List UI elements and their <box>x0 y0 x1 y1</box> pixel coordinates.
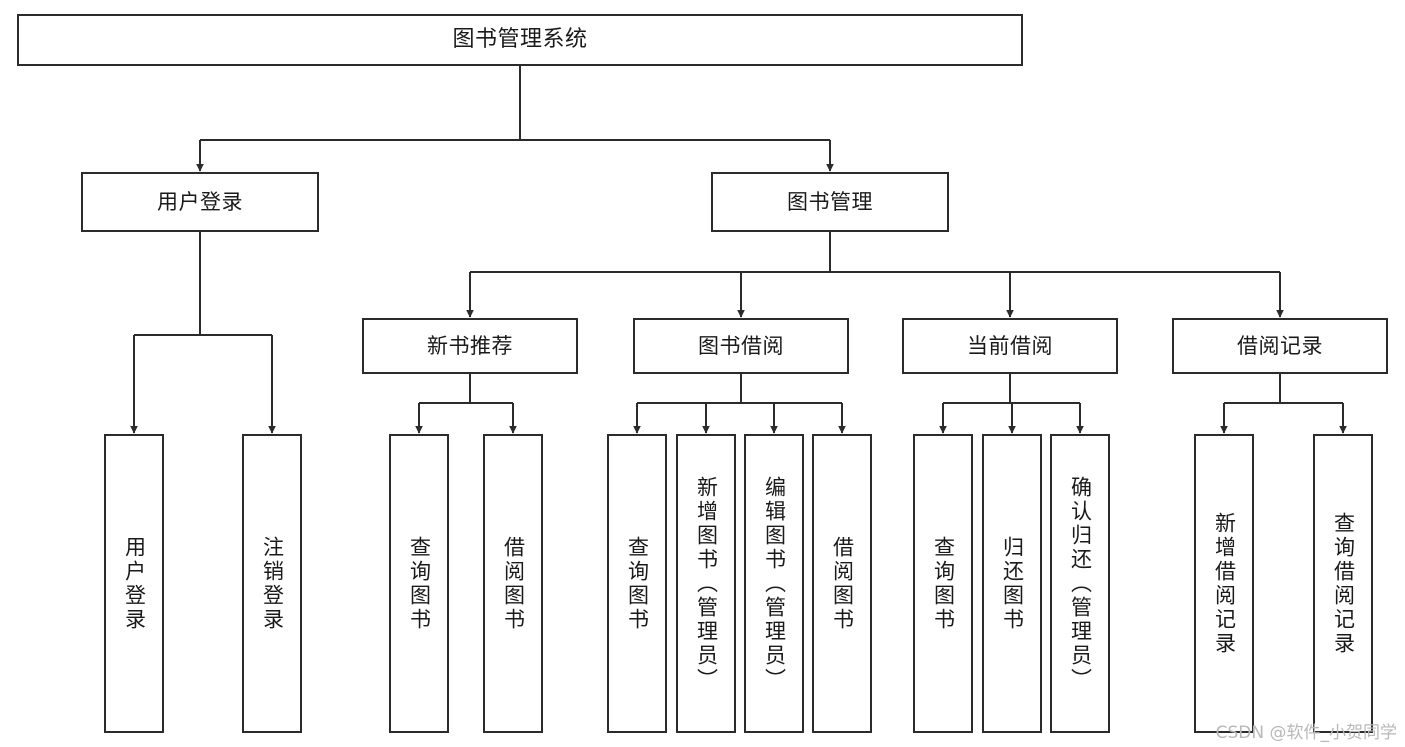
node-l3-a1[interactable]: 用户登录 <box>104 434 164 733</box>
node-l3-c4[interactable]: 借阅图书 <box>812 434 872 733</box>
node-label: 注销登录 <box>260 535 285 632</box>
node-l2-newbook[interactable]: 新书推荐 <box>362 318 578 374</box>
node-l3-c3[interactable]: 编辑图书（管理员） <box>744 434 804 733</box>
node-l2-record[interactable]: 借阅记录 <box>1172 318 1388 374</box>
node-l1-login[interactable]: 用户登录 <box>81 172 319 232</box>
node-l3-b1[interactable]: 查询图书 <box>389 434 449 733</box>
node-label: 图书管理 <box>787 189 873 214</box>
node-label: 确认归还（管理员） <box>1068 475 1093 692</box>
node-label: 查询图书 <box>407 535 432 632</box>
node-l3-a2[interactable]: 注销登录 <box>242 434 302 733</box>
node-l3-c2[interactable]: 新增图书（管理员） <box>676 434 736 733</box>
node-l2-borrow[interactable]: 图书借阅 <box>633 318 849 374</box>
node-label: 当前借阅 <box>967 333 1053 358</box>
node-label: 用户登录 <box>122 535 147 632</box>
node-label: 查询图书 <box>931 535 956 632</box>
node-label: 查询图书 <box>625 535 650 632</box>
node-label: 归还图书 <box>1000 535 1025 632</box>
node-label: 新书推荐 <box>427 333 513 358</box>
node-l3-d1[interactable]: 查询图书 <box>913 434 973 733</box>
node-label: 借阅记录 <box>1237 333 1323 358</box>
node-l2-current[interactable]: 当前借阅 <box>902 318 1118 374</box>
node-l3-e2[interactable]: 查询借阅记录 <box>1313 434 1373 733</box>
node-l3-b2[interactable]: 借阅图书 <box>483 434 543 733</box>
node-label: 借阅图书 <box>830 535 855 632</box>
node-label: 查询借阅记录 <box>1331 511 1356 656</box>
node-label: 图书管理系统 <box>452 27 588 53</box>
node-l3-e1[interactable]: 新增借阅记录 <box>1194 434 1254 733</box>
node-l3-d2[interactable]: 归还图书 <box>982 434 1042 733</box>
node-label: 新增图书（管理员） <box>694 475 719 692</box>
node-l1-book[interactable]: 图书管理 <box>711 172 949 232</box>
watermark-text: CSDN @软件_小贺同学 <box>1215 723 1397 743</box>
node-label: 图书借阅 <box>698 333 784 358</box>
node-root[interactable]: 图书管理系统 <box>17 14 1023 66</box>
node-label: 借阅图书 <box>501 535 526 632</box>
node-label: 编辑图书（管理员） <box>762 475 787 692</box>
node-label: 用户登录 <box>157 189 243 214</box>
node-l3-d3[interactable]: 确认归还（管理员） <box>1050 434 1110 733</box>
node-l3-c1[interactable]: 查询图书 <box>607 434 667 733</box>
node-label: 新增借阅记录 <box>1212 511 1237 656</box>
